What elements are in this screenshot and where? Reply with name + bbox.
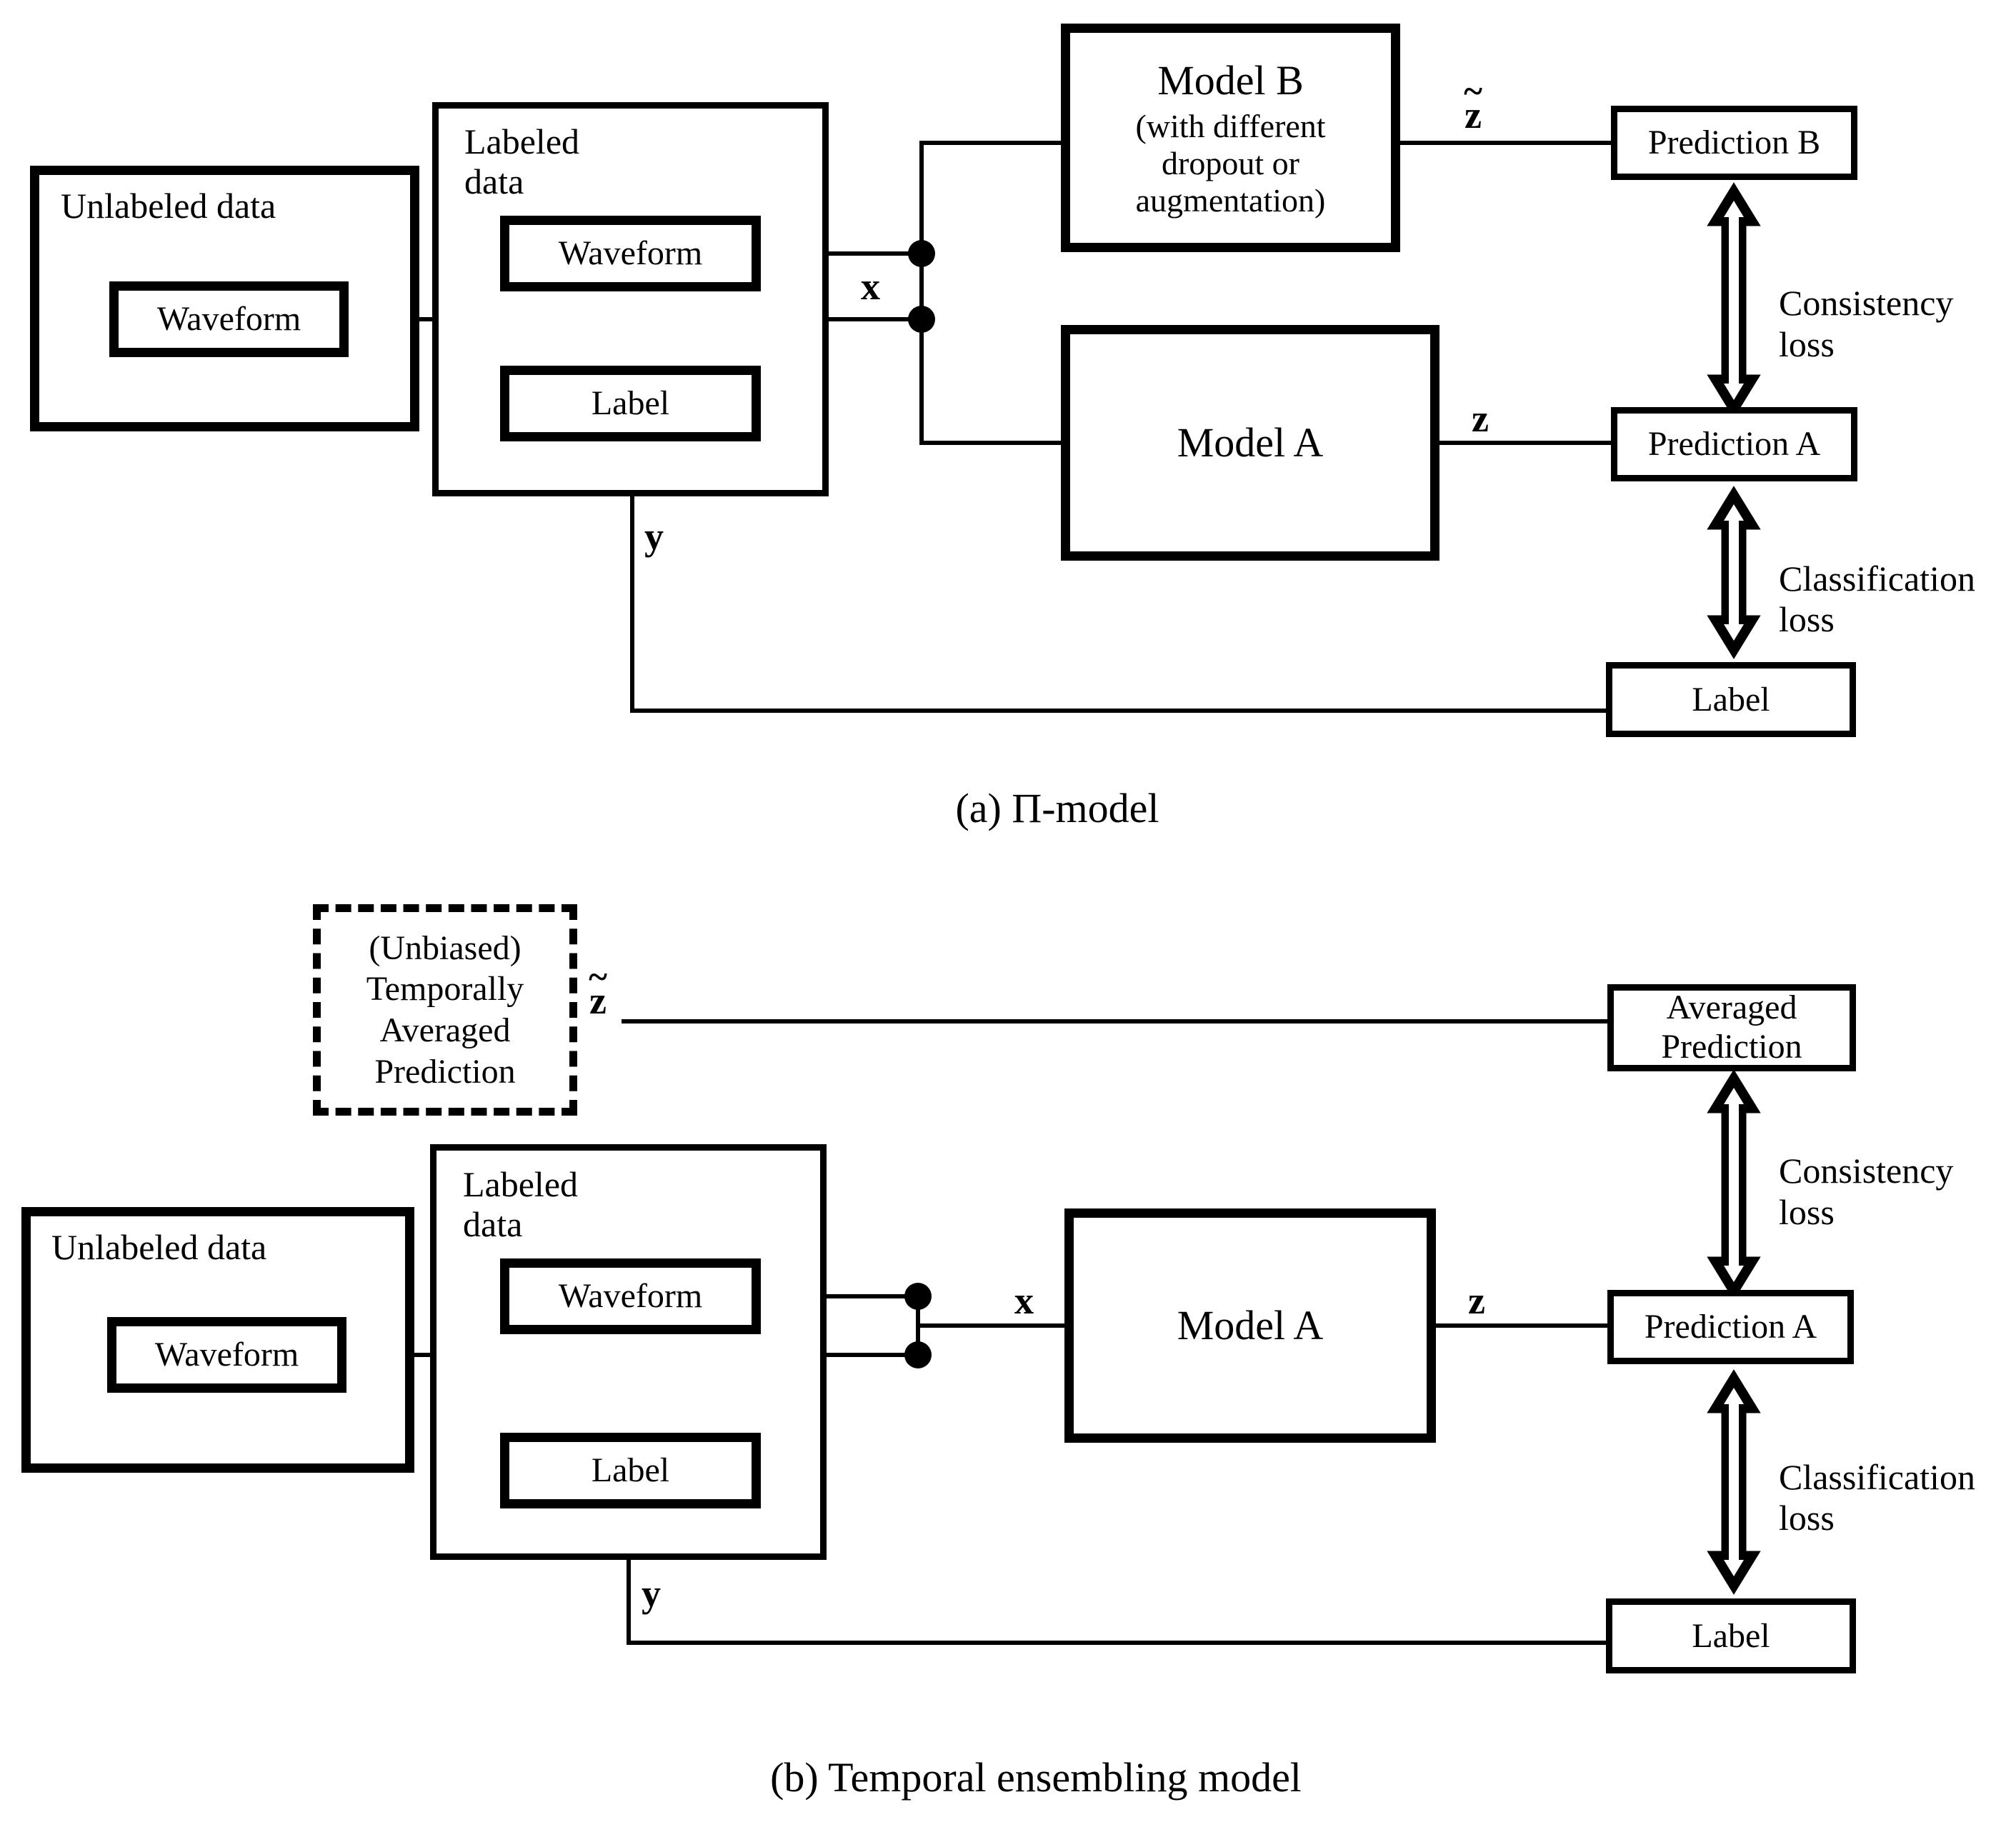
panel-b-labeled-waveform-box: Waveform (500, 1258, 761, 1334)
panel-a-caption: (a) Π-model (955, 785, 1159, 831)
panel-b-label-output-box: Label (1606, 1598, 1856, 1673)
panel-a-labeled-waveform-box: Waveform (500, 216, 761, 291)
arrow-classification-a-hollow (1724, 504, 1744, 641)
panel-a-signal-y: y (644, 515, 664, 558)
panel-b-signal-z-tilde: ~z (589, 957, 607, 1022)
panel-a-model-b-detail: (with different dropout or augmentation) (1135, 107, 1326, 219)
panel-a-model-b-box: Model B (with different dropout or augme… (1061, 24, 1400, 252)
panel-b-unlabeled-data-title: Unlabeled data (51, 1227, 267, 1267)
arrow-classification-b-hollow (1724, 1388, 1744, 1576)
junction-dot-lower-a (908, 306, 935, 333)
arrow-consistency-a-hollow (1724, 201, 1744, 400)
panel-b-signal-z: z (1468, 1279, 1485, 1322)
panel-a-prediction-b-box: Prediction B (1611, 106, 1857, 180)
panel-a-labeled-data-title: Labeled data (464, 121, 580, 201)
wire-x-to-modelb (919, 141, 1064, 254)
panel-b-temporal-average-box: (Unbiased) Temporally Averaged Predictio… (313, 904, 577, 1116)
panel-a-unlabeled-data-title: Unlabeled data (61, 186, 276, 226)
panel-b-signal-x: x (1014, 1279, 1034, 1322)
panel-a-classification-loss-label: Classification loss (1779, 559, 1975, 639)
panel-a-labeled-label-box: Label (500, 366, 761, 441)
panel-a-label-output-box: Label (1606, 662, 1856, 737)
panel-b-unlabeled-waveform-box: Waveform (107, 1317, 346, 1393)
panel-b-prediction-a-box: Prediction A (1607, 1290, 1854, 1364)
junction-dot-upper-a (908, 240, 935, 267)
panel-b-signal-y: y (642, 1572, 661, 1615)
panel-a-signal-z: z (1472, 397, 1489, 440)
panel-b-model-a-box: Model A (1064, 1208, 1436, 1443)
arrow-consistency-b-hollow (1724, 1088, 1744, 1282)
panel-b-averaged-prediction-box: Averaged Prediction (1607, 984, 1856, 1071)
panel-a-unlabeled-waveform-box: Waveform (109, 281, 349, 357)
junction-dot-lower-b (904, 1341, 932, 1368)
panel-b-classification-loss-label: Classification loss (1779, 1457, 1975, 1538)
wire-x-to-modela-a (919, 319, 1064, 445)
wire-y-to-label-a (630, 429, 1607, 713)
panel-a-model-b-name: Model B (1157, 57, 1304, 104)
panel-b-caption: (b) Temporal ensembling model (770, 1754, 1302, 1801)
panel-a-prediction-a-box: Prediction A (1611, 407, 1857, 481)
panel-b-consistency-loss-label: Consistency loss (1779, 1151, 1954, 1232)
panel-a-consistency-loss-label: Consistency loss (1779, 283, 1954, 364)
panel-b-labeled-label-box: Label (500, 1433, 761, 1508)
panel-a-model-a-box: Model A (1061, 325, 1439, 561)
panel-b-labeled-data-title: Labeled data (463, 1164, 579, 1244)
tilde-accent-b: ~ (589, 957, 607, 997)
tilde-accent-a: ~ (1464, 71, 1482, 111)
panel-a-signal-z-tilde: ~z (1464, 71, 1482, 136)
junction-dot-upper-b (904, 1283, 932, 1310)
panel-a-signal-x: x (861, 265, 880, 308)
panel-a-unlabeled-data-box (30, 166, 419, 431)
